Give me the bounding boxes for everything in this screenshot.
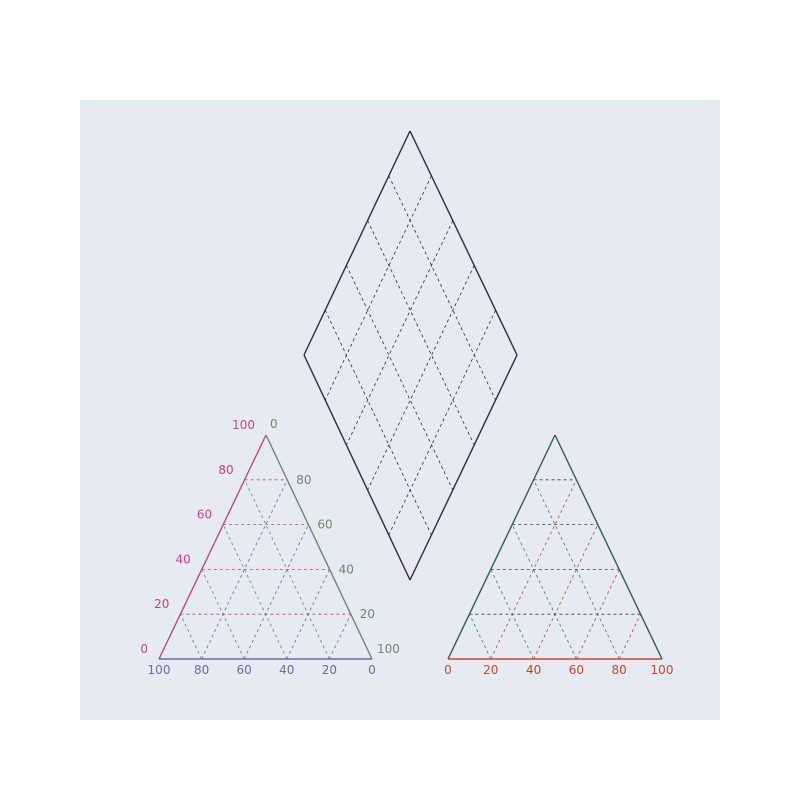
base-axis-tick-label: 0	[444, 663, 452, 677]
base-axis-grid-line	[243, 524, 309, 660]
diamond-grid-line	[324, 175, 432, 401]
diamond-grid-line	[367, 220, 475, 446]
diamond-grid-line	[346, 265, 454, 491]
right-axis-grid-line	[201, 569, 245, 660]
base-axis-grid-line	[618, 614, 641, 660]
right-axis-tick-label: 80	[296, 473, 311, 487]
base-axis-grid-line	[533, 524, 599, 660]
left-axis-tick-label: 0	[140, 642, 148, 656]
base-axis-tick-label: 60	[569, 663, 584, 677]
base-axis-tick-label: 20	[322, 663, 337, 677]
left-axis-tick-label: 40	[176, 552, 191, 566]
right-axis-grid-line	[180, 614, 202, 660]
base-axis-tick-label: 40	[279, 663, 294, 677]
right-ternary-plot: 0 20 40 60 80 100	[444, 434, 674, 677]
left-axis-tick-label: 20	[154, 597, 169, 611]
diamond-grid-line	[324, 310, 432, 536]
diagonal-grid-line	[469, 614, 492, 660]
left-axis-tick-label: 100	[232, 418, 255, 432]
diamond-grid-line	[388, 310, 496, 536]
right-axis-tick-label: 20	[360, 607, 375, 621]
diamond-edge	[303, 130, 411, 356]
diagonal-grid-line	[490, 569, 534, 660]
base-axis-tick-label: 20	[483, 663, 498, 677]
left-edge	[447, 434, 556, 660]
right-edge	[554, 434, 663, 660]
diamond-edge	[303, 354, 411, 581]
left-axis-tick-label: 60	[197, 508, 212, 522]
base-axis-tick-label: 60	[237, 663, 252, 677]
diamond-edge	[409, 130, 518, 356]
right-axis-edge	[265, 434, 373, 660]
base-axis-grid-line	[329, 614, 352, 660]
right-axis-tick-label: 60	[317, 518, 332, 532]
base-axis-tick-label: 80	[194, 663, 209, 677]
base-axis-tick-label: 80	[612, 663, 627, 677]
base-axis-tick-label: 100	[148, 663, 171, 677]
left-axis-edge	[158, 434, 267, 660]
base-axis-tick-label: 0	[368, 663, 376, 677]
right-axis-tick-label: 100	[377, 642, 400, 656]
left-axis-tick-label: 80	[218, 463, 233, 477]
diamond-grid-line	[388, 175, 496, 401]
right-axis-grid-line	[222, 524, 288, 660]
base-axis-tick-label: 40	[526, 663, 541, 677]
diamond-grid-line	[367, 265, 475, 491]
diamond-plot	[303, 130, 518, 581]
diamond-grid-line	[346, 220, 454, 446]
base-axis-tick-label: 100	[651, 663, 674, 677]
diagonal-grid-line	[511, 524, 577, 660]
right-axis-tick-label: 40	[339, 562, 354, 576]
diamond-edge	[409, 354, 518, 581]
right-axis-tick-label: 0	[270, 417, 278, 431]
